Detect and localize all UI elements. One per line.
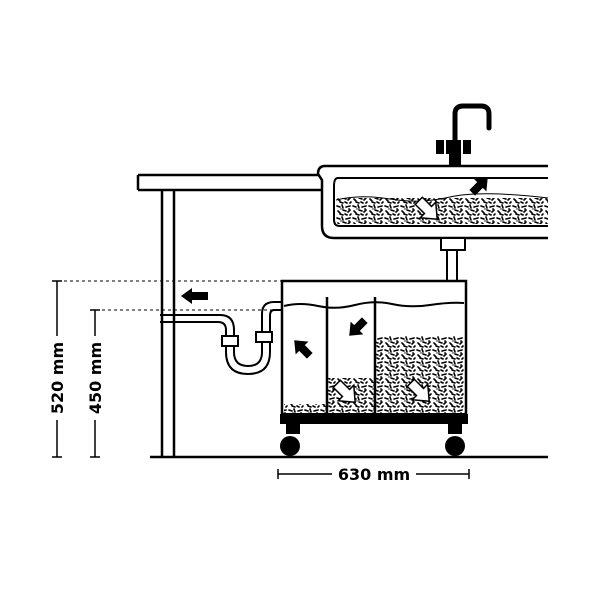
dim-label-630: 630 mm	[338, 465, 410, 484]
flow-arrow-outlet	[181, 288, 208, 304]
outlet-pipe	[160, 301, 282, 376]
countertop	[136, 173, 322, 192]
table-leg	[160, 190, 176, 457]
tank-cart	[280, 414, 468, 456]
settling-arrow-sink	[414, 196, 439, 221]
faucet	[436, 103, 492, 166]
dim-label-520: 520 mm	[48, 342, 67, 414]
settling-arrow-middle	[332, 379, 357, 404]
sediment-right	[376, 336, 464, 413]
dim-450	[90, 309, 100, 458]
dim-630	[277, 469, 470, 479]
flow-arrow-sink	[469, 177, 488, 196]
sediment-left	[284, 404, 326, 413]
flow-arrow-tank-middle	[349, 317, 368, 336]
cart-wheel-left	[280, 436, 300, 456]
cart-wheel-right	[445, 436, 465, 456]
flow-arrow-tank-left	[294, 340, 313, 359]
dim-520	[52, 280, 62, 458]
dim-label-450: 450 mm	[86, 342, 105, 414]
sink-debris	[336, 198, 548, 224]
faucet-handle	[436, 140, 471, 154]
settling-arrow-right	[406, 378, 431, 403]
